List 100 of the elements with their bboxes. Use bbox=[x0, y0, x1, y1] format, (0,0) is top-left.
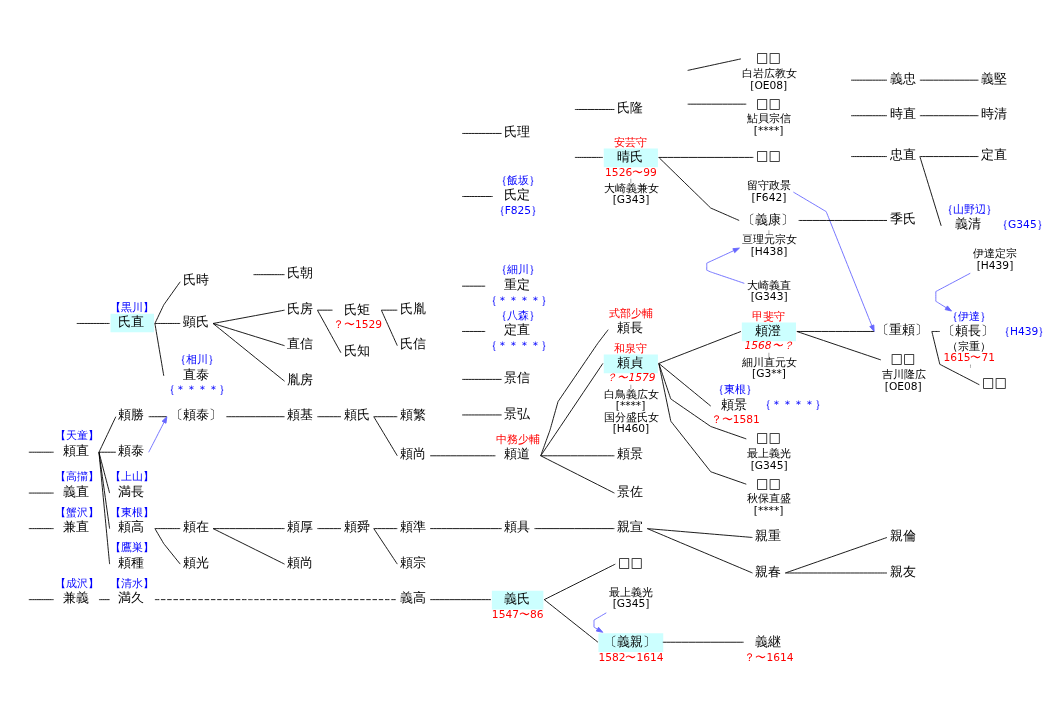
node-text: 義高 bbox=[399, 590, 426, 606]
node-label: ｛＊＊＊＊｝ bbox=[164, 383, 231, 397]
node-label: ？〜1581 bbox=[710, 413, 760, 427]
node-label: 吉川隆広 bbox=[881, 368, 926, 382]
node-text: 氏信 bbox=[399, 336, 426, 352]
node-box: 〔義親〕 bbox=[598, 633, 664, 652]
node-text: 頼尚 bbox=[399, 446, 426, 462]
connector bbox=[850, 115, 888, 117]
node-text: 氏房 bbox=[287, 300, 314, 316]
node-label: ｛山野辺｝ bbox=[942, 203, 998, 217]
connector bbox=[316, 416, 342, 418]
node-label: 【成沢】 bbox=[54, 576, 99, 590]
node-text: 景佐 bbox=[617, 483, 644, 499]
connector bbox=[154, 599, 398, 601]
connector bbox=[212, 309, 285, 324]
node-text: 重定 bbox=[504, 276, 531, 292]
node-text: 景弘 bbox=[504, 405, 531, 421]
connector bbox=[574, 157, 604, 158]
arrow bbox=[148, 416, 168, 453]
connector bbox=[658, 157, 740, 221]
connector bbox=[919, 156, 942, 227]
node-text: 頼景 bbox=[721, 396, 748, 412]
node-text: □□ bbox=[890, 351, 916, 367]
arrow bbox=[792, 191, 875, 332]
connector bbox=[225, 416, 285, 418]
node-label: 【清水】 bbox=[110, 576, 155, 590]
connector bbox=[534, 528, 615, 530]
connector bbox=[28, 599, 55, 601]
node-text: 〔頼長〕 bbox=[942, 323, 995, 339]
node-label: ｛東根｝ bbox=[713, 383, 758, 397]
connector bbox=[646, 528, 753, 538]
node-text: 頼氏 bbox=[343, 407, 370, 423]
node-label: 【鷹巣】 bbox=[110, 541, 155, 555]
connector bbox=[850, 156, 888, 157]
connector bbox=[154, 281, 181, 324]
connector bbox=[796, 331, 875, 332]
node-text: □□ bbox=[617, 554, 644, 570]
connector bbox=[658, 363, 712, 407]
connector bbox=[646, 528, 753, 574]
node-label: 式部少輔 bbox=[609, 306, 654, 320]
node-text: 氏隆 bbox=[617, 100, 644, 116]
connector bbox=[784, 572, 888, 574]
node-label: 国分盛氏女 bbox=[603, 410, 659, 424]
node-text: 留守政景 [F642] bbox=[747, 179, 792, 204]
node-label: 〔義康〕 bbox=[741, 212, 794, 228]
connector bbox=[28, 528, 55, 530]
node-label: 1547〜86 bbox=[491, 607, 544, 621]
connector bbox=[919, 156, 979, 157]
connector bbox=[784, 537, 888, 574]
connector bbox=[373, 416, 398, 457]
node-text: 景信 bbox=[504, 370, 531, 386]
node-text: 義継 bbox=[755, 633, 782, 649]
connector bbox=[931, 331, 980, 386]
node-text: 氏矩 bbox=[343, 301, 370, 317]
node-text: □□ bbox=[756, 148, 782, 164]
connector bbox=[658, 157, 754, 158]
node-label: ｛＊＊＊＊｝ bbox=[485, 293, 552, 307]
node-label: ｛八森｝ bbox=[496, 308, 541, 322]
node-label: ？〜1614 bbox=[744, 650, 794, 664]
node-text: 頼準 bbox=[399, 519, 426, 535]
node-text: 大崎義直 [G343] bbox=[747, 278, 792, 304]
connector bbox=[540, 329, 609, 457]
node-text: 頼高 bbox=[118, 519, 145, 535]
connector bbox=[380, 309, 398, 347]
connector bbox=[461, 133, 503, 134]
connector bbox=[373, 528, 398, 565]
connector bbox=[798, 220, 888, 221]
node-label: 【天童】 bbox=[54, 429, 99, 443]
node-text: 親倫 bbox=[889, 528, 916, 544]
node-label: 1615〜71 bbox=[943, 351, 996, 365]
node-label: 【蟹沢】 bbox=[54, 505, 99, 519]
arrow bbox=[593, 612, 607, 633]
connector bbox=[212, 528, 285, 530]
node-text: 頼長 bbox=[617, 320, 644, 336]
node-label: 鮎貝宗信 bbox=[747, 112, 792, 126]
connector bbox=[212, 323, 285, 382]
node-label: [H460] bbox=[612, 422, 650, 436]
node-text: 氏時 bbox=[182, 272, 209, 288]
node-text: □□ bbox=[756, 50, 782, 66]
node-text: 〔重頼〕 bbox=[876, 322, 929, 338]
node-text: 頼直 bbox=[62, 442, 89, 458]
node-label: ｛F825｝ bbox=[493, 203, 543, 217]
node-label: ｛相川｝ bbox=[174, 353, 219, 367]
node-text: 義清 bbox=[955, 216, 982, 232]
node-text: 頼勝 bbox=[118, 407, 145, 423]
node-text: 頼具 bbox=[504, 519, 531, 535]
node-label: ｛＊＊＊＊｝ bbox=[760, 398, 827, 412]
connector bbox=[429, 599, 492, 601]
node-label: 大崎義兼女 bbox=[603, 181, 659, 195]
node-text: 直信 bbox=[287, 336, 314, 352]
connector bbox=[98, 451, 111, 565]
node-label: ｛飯坂｝ bbox=[495, 173, 540, 187]
node-text: 頼舜 bbox=[343, 519, 370, 535]
node-text: 忠直 bbox=[889, 147, 916, 163]
node-label: 1526〜99 bbox=[605, 165, 657, 179]
connector bbox=[540, 455, 615, 457]
connector bbox=[931, 331, 941, 332]
connector bbox=[316, 309, 342, 354]
connector bbox=[154, 323, 181, 324]
connector bbox=[98, 416, 117, 453]
